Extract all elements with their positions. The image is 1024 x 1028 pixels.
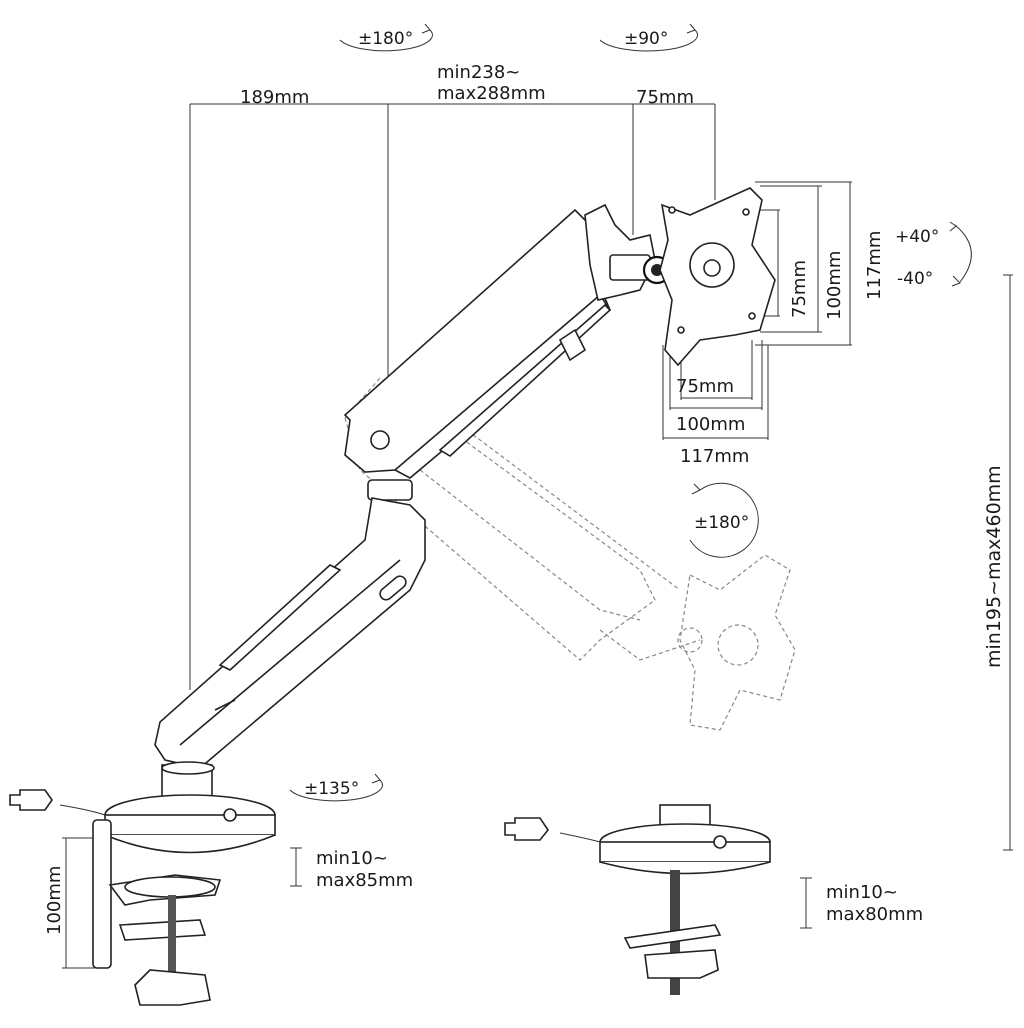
head-offset-dimension: 75mm (636, 87, 694, 108)
tilt-down-label: -40° (897, 269, 933, 289)
clamp-dimension-lines (62, 837, 812, 969)
grommet-range-line1: min10~ (826, 882, 898, 903)
tilt-up-label: +40° (895, 227, 939, 247)
vesa-width-75: 75mm (676, 376, 734, 397)
lower-arm (154, 497, 426, 769)
vesa-dimension-lines (662, 181, 852, 440)
arm-top-rotation-arrow (339, 29, 433, 52)
clamp-range-line2: max85mm (316, 870, 413, 891)
vesa-width-117: 117mm (680, 446, 749, 467)
height-range-line (1003, 274, 1013, 851)
clamp-height-dimension: 100mm (44, 866, 65, 935)
grommet-range-line2: max80mm (826, 904, 923, 925)
vesa-height-100: 100mm (824, 251, 845, 320)
base-to-joint-dimension: 189mm (240, 87, 309, 108)
height-range-dimension: min195~max460mm (983, 465, 1005, 668)
head-swivel-rotation-label: ±90° (624, 29, 668, 49)
head-swivel-rotation-arrow (599, 29, 698, 52)
clamp-range-line1: min10~ (316, 848, 388, 869)
tilt-arrow (954, 224, 972, 283)
elbow-joint (367, 479, 413, 501)
arm-range-dimension-line2: max288mm (437, 83, 546, 104)
arm-range-dimension-line1: min238~ (437, 62, 520, 83)
vesa-height-117: 117mm (864, 231, 885, 300)
vesa-plate (659, 187, 776, 367)
vesa-width-100: 100mm (676, 414, 745, 435)
top-dimension-lines (189, 103, 716, 690)
base-rotate-label: ±135° (304, 779, 359, 799)
tilt-head (584, 203, 672, 301)
rotation-arrows (289, 23, 972, 802)
upper-arm (343, 208, 612, 479)
plate-rotate-label: ±180° (694, 513, 749, 533)
arm-top-rotation-label: ±180° (358, 29, 413, 49)
vesa-height-75: 75mm (789, 260, 810, 318)
clamp-base (9, 761, 276, 1006)
base-rotate-arrow (289, 779, 383, 802)
grommet-base (504, 804, 771, 995)
plate-rotate-arrow (689, 482, 759, 558)
labels: ±180° ±90° ±180° ±135° +40° -40° 189mm m… (44, 29, 1005, 935)
